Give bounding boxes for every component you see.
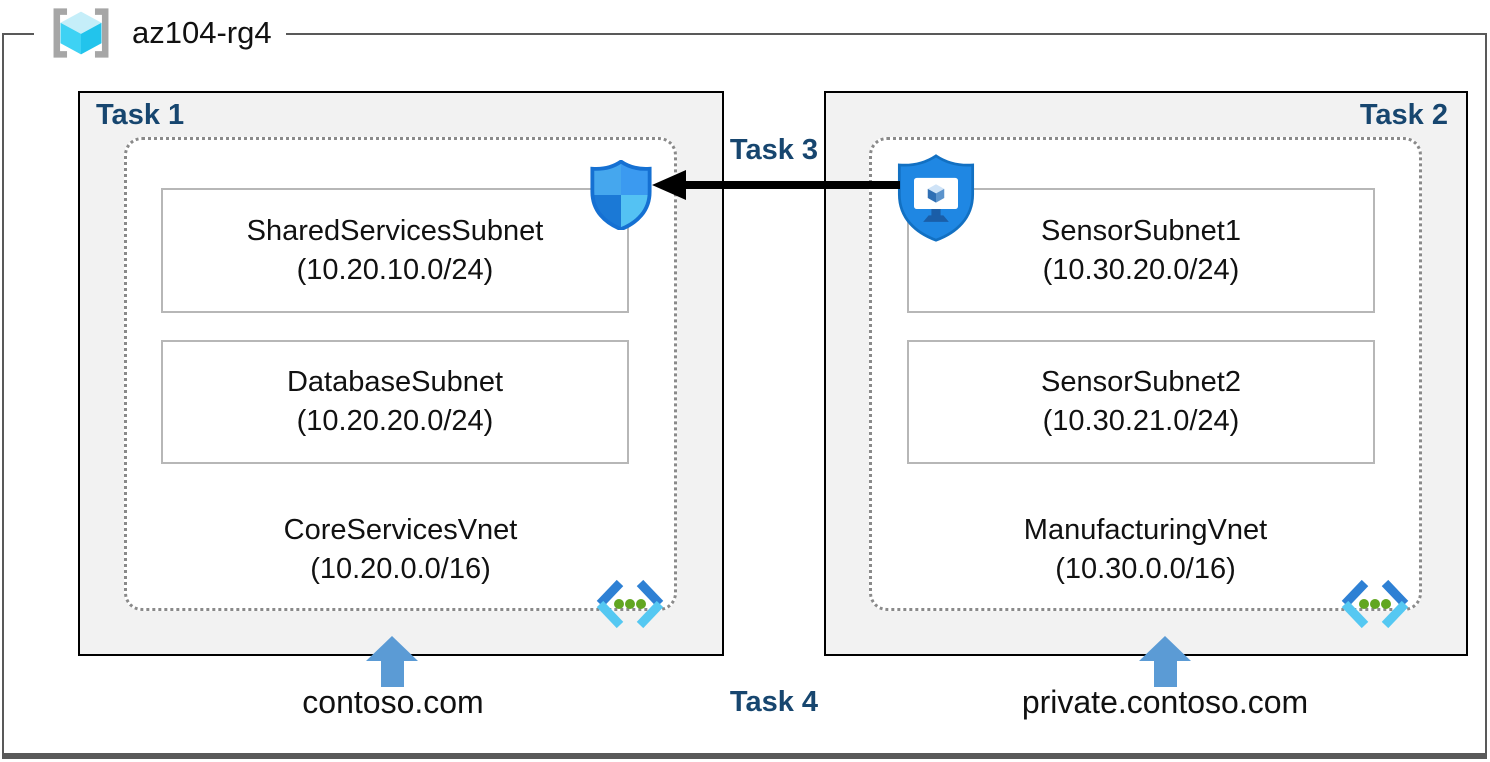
task3-label: Task 3: [729, 134, 819, 166]
private-contoso-dns-label: private.contoso.com: [1021, 684, 1309, 720]
subnet-cidr: (10.30.21.0/24): [1042, 405, 1240, 437]
subnet-name: SharedServicesSubnet: [246, 214, 544, 247]
resource-group-name: az104-rg4: [132, 15, 272, 50]
vnet-cidr: (10.30.0.0/16): [1055, 553, 1236, 585]
vnet-name: ManufacturingVnet: [1023, 514, 1268, 546]
sensor-subnet2-box: SensorSubnet2 (10.30.21.0/24): [907, 340, 1375, 464]
contoso-dns-label: contoso.com: [302, 684, 484, 720]
subnet-name: SensorSubnet1: [1041, 214, 1241, 247]
up-blue-arrow: [366, 636, 418, 687]
network-security-group-shield-icon: [590, 160, 652, 230]
database-subnet-box: DatabaseSubnet (10.20.20.0/24): [161, 340, 629, 464]
resource-group-icon: [53, 8, 109, 58]
virtual-network-icon: [596, 579, 664, 629]
resource-group-header: az104-rg4: [34, 4, 286, 62]
task1-label: Task 1: [96, 99, 185, 131]
shared-services-subnet-box: SharedServicesSubnet (10.20.10.0/24): [161, 188, 629, 313]
subnet-name: SensorSubnet2: [1041, 366, 1241, 398]
vnet-cidr: (10.20.0.0/16): [310, 553, 491, 585]
left-black-arrow: [652, 170, 900, 200]
subnet-cidr: (10.20.20.0/24): [296, 405, 494, 437]
task4-label: Task 4: [729, 686, 819, 718]
subnet-cidr: (10.30.20.0/24): [1042, 253, 1240, 286]
subnet-cidr: (10.20.10.0/24): [296, 253, 494, 286]
virtual-network-icon: [1341, 579, 1409, 629]
vnet-name: CoreServicesVnet: [283, 514, 518, 546]
up-blue-arrow: [1139, 636, 1191, 687]
sensor-subnet1-box: SensorSubnet1 (10.30.20.0/24): [907, 188, 1375, 313]
task2-label: Task 2: [1359, 99, 1448, 131]
bastion-shield-monitor-icon: [897, 154, 975, 242]
core-services-vnet-caption: CoreServicesVnet (10.20.0.0/16): [124, 511, 677, 589]
manufacturing-vnet-caption: ManufacturingVnet (10.30.0.0/16): [869, 511, 1422, 589]
subnet-name: DatabaseSubnet: [286, 366, 504, 398]
resource-group-boundary: [2, 33, 1487, 759]
